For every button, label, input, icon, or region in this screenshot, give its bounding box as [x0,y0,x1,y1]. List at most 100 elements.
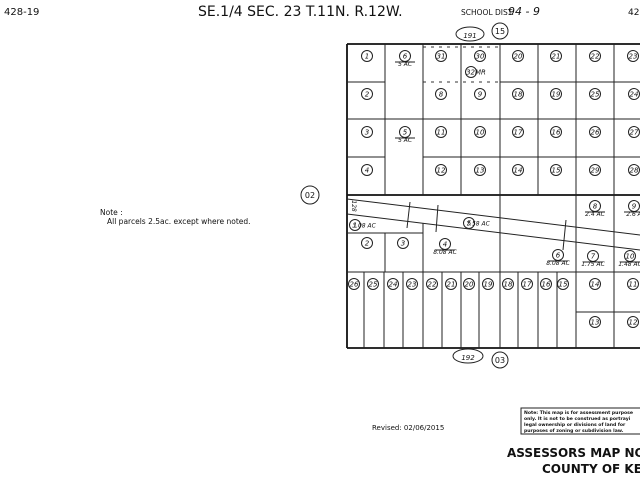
parcel-circle [557,278,569,290]
parcel-circle [627,50,639,62]
parcel-circle [521,278,533,290]
parcel-number[interactable]: 16 [542,281,551,289]
parcel-number[interactable]: 14 [591,281,600,289]
parcel-number[interactable]: 23 [629,53,638,61]
parcel-number[interactable]: 10 [626,253,635,261]
parcel-circle [387,278,399,290]
disclaimer-box [520,407,640,435]
parcel-acreage: 2.6 A [626,211,640,218]
parcel-number[interactable]: 12 [437,167,446,175]
parcel-circle [550,126,562,138]
parcel-number[interactable]: 26 [591,129,600,137]
parcel-number[interactable]: 26 [350,281,359,289]
parcel-acreage: 8.08 AC [546,260,570,267]
parcel-number[interactable]: 16 [552,129,561,137]
county-title: COUNTY OF KER [542,462,640,476]
parcel-number[interactable]: 20 [514,53,523,61]
parcel-circle [361,164,373,176]
parcel-circle [627,316,639,328]
revised-date: Revised: 02/06/2015 [372,424,444,432]
parcel-number[interactable]: 1 [353,222,357,230]
parcel-number[interactable]: 12 [629,319,638,327]
parcel-circle [474,126,486,138]
parcel-number[interactable]: 4 [365,167,369,175]
parcel-number[interactable]: 29 [591,167,600,175]
parcel-circle [540,278,552,290]
parcel-circle [550,164,562,176]
parcel-circle [426,278,438,290]
parcel-acreage: 1.75 AC [581,261,605,268]
parcel-circle [627,278,639,290]
parcel-circle [367,278,379,290]
parcel-number[interactable]: 19 [484,281,493,289]
parcel-grid [346,43,640,349]
parcel-number[interactable]: 11 [437,129,446,137]
parcel-number[interactable]: 6 [556,252,561,260]
parcel-number[interactable]: 5 [467,220,472,228]
parcel-number[interactable]: 18 [514,91,523,99]
parcel-number[interactable]: 25 [369,281,378,289]
parcel-number[interactable]: 20 [465,281,474,289]
parcel-circle [589,316,601,328]
parcel-number[interactable]: 15 [559,281,568,289]
parcel-number[interactable]: 11 [629,281,638,289]
parcel-circle [482,278,494,290]
parcel-number[interactable]: 13 [476,167,485,175]
parcel-circle [348,278,360,290]
book-page-top: 191 [463,32,476,40]
parcel-number[interactable]: 8 [593,203,598,211]
parcel-circle [465,66,477,78]
parcel-number[interactable]: 1 [365,53,369,61]
parcel-number[interactable]: 8 [439,91,444,99]
parcel-number[interactable]: 7 [591,253,596,261]
adjacent-map-circle [491,22,509,40]
parcel-number[interactable]: 22 [591,53,600,61]
parcel-number[interactable]: 24 [630,91,639,99]
school-dist-label: SCHOOL DIST. [461,8,514,17]
parcel-number[interactable]: 30 [476,53,485,61]
book-page-oval [452,348,484,364]
parcel-number[interactable]: 2 [365,91,370,99]
parcel-circle [589,278,601,290]
book-page-oval [455,26,485,42]
parcel-number[interactable]: 24 [389,281,398,289]
parcel-circle [406,278,418,290]
parcel-number[interactable]: 15 [552,167,561,175]
parcel-number[interactable]: 18 [504,281,513,289]
parcel-number[interactable]: 3 [401,240,405,248]
parcel-number[interactable]: 17 [523,281,532,289]
parcel-acreage: 8.08 AC [433,249,457,256]
parcel-number[interactable]: 17 [514,129,523,137]
parcel-number[interactable]: 4 [443,241,447,249]
parcel-number[interactable]: 9 [632,203,637,211]
parcel-number[interactable]: 32MR [466,69,486,77]
parcel-number[interactable]: 23 [408,281,417,289]
parcel-acreage: 5 AC [398,61,413,68]
parcel-number[interactable]: 19 [552,91,561,99]
parcel-number[interactable]: 31 [437,53,446,61]
parcel-number[interactable]: 21 [447,281,456,289]
parcel-number[interactable]: 5 [403,129,408,137]
parcel-number[interactable]: 10 [476,129,485,137]
parcel-number[interactable]: 21 [552,53,561,61]
parcel-circle [361,50,373,62]
parcel-number[interactable]: 22 [428,281,437,289]
parcel-number[interactable]: 14 [514,167,523,175]
disclaimer-line: Note: This map is for assessment purpose [524,410,633,416]
parcel-number[interactable]: 25 [591,91,600,99]
parcel-acreage: 1.48 AC [618,261,640,268]
parcel-number[interactable]: 9 [478,91,483,99]
parcel-circle [474,164,486,176]
disclaimer-line: only. It is not to be construed as portr… [524,416,631,422]
parcel-number[interactable]: 3 [365,129,369,137]
parcel-number[interactable]: 28 [630,167,639,175]
parcel-number[interactable]: 13 [591,319,600,327]
adjacent-left: 02 [305,191,315,200]
parcel-circle [512,164,524,176]
parcel-number[interactable]: 27 [630,129,639,137]
parcel-number[interactable]: 2 [365,240,370,248]
parcel-number[interactable]: 6 [403,53,408,61]
parcel-circle [474,88,486,100]
parcel-circle [589,88,601,100]
parcel-circle [550,88,562,100]
